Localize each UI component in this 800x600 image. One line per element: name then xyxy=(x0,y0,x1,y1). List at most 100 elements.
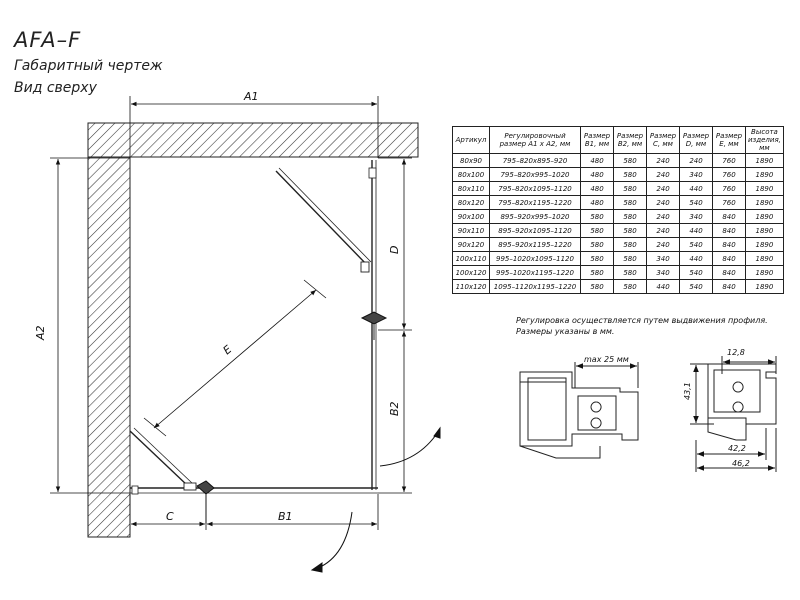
table-cell: 1890 xyxy=(745,251,784,266)
table-cell: 580 xyxy=(613,167,647,182)
table-cell: 440 xyxy=(679,181,713,196)
table-cell: 895–920x1195–1220 xyxy=(489,237,581,252)
dim-43-1-label: 43,1 xyxy=(683,382,692,400)
table-cell: 340 xyxy=(646,251,680,266)
table-cell: 90x100 xyxy=(452,209,490,224)
table-cell: 340 xyxy=(679,167,713,182)
table-cell: 580 xyxy=(613,265,647,280)
table-cell: 440 xyxy=(679,223,713,238)
table-cell: 1890 xyxy=(745,237,784,252)
table-cell: 80x120 xyxy=(452,195,490,210)
dim-d xyxy=(378,157,412,331)
table-cell: 895–920x1095–1120 xyxy=(489,223,581,238)
table-cell: 480 xyxy=(580,153,614,168)
table-cell: 240 xyxy=(646,209,680,224)
table-cell: 580 xyxy=(613,237,647,252)
table-cell: 760 xyxy=(712,153,746,168)
table-cell: 580 xyxy=(580,279,614,294)
dim-42-2-label: 42,2 xyxy=(728,444,746,453)
dim-a1 xyxy=(129,96,379,158)
table-cell: 240 xyxy=(679,153,713,168)
dim-a2 xyxy=(50,157,130,494)
profile-detail-right xyxy=(690,356,777,472)
table-cell: 840 xyxy=(712,251,746,266)
table-cell: 1890 xyxy=(745,167,784,182)
dim-c-label: C xyxy=(166,510,174,523)
dim-46-2-label: 46,2 xyxy=(732,459,750,468)
table-cell: 580 xyxy=(613,223,647,238)
dim-b1-label: B1 xyxy=(278,510,293,523)
dim-b1 xyxy=(129,494,379,530)
dim-b2 xyxy=(378,331,412,494)
table-cell: 80x90 xyxy=(452,153,490,168)
table-cell: 995–1020x1095–1120 xyxy=(489,251,581,266)
table-cell: 580 xyxy=(613,181,647,196)
table-cell: 840 xyxy=(712,265,746,280)
table-cell: 580 xyxy=(613,195,647,210)
table-cell: 1890 xyxy=(745,209,784,224)
profile-detail-left xyxy=(519,362,639,459)
table-cell: 100x120 xyxy=(452,265,490,280)
swing-arrow-right xyxy=(379,426,441,467)
col-d: Размер D, мм xyxy=(679,126,713,154)
table-cell: 580 xyxy=(580,209,614,224)
units-note: Размеры указаны в мм. xyxy=(516,327,615,336)
max-adjust-label: max 25 мм xyxy=(584,355,629,364)
table-cell: 895–920x995–1020 xyxy=(489,209,581,224)
model-title: AFA–F xyxy=(14,28,82,52)
table-cell: 90x110 xyxy=(452,223,490,238)
view-subtitle: Вид сверху xyxy=(14,80,97,96)
table-cell: 90x120 xyxy=(452,237,490,252)
table-cell: 100x110 xyxy=(452,251,490,266)
door-panel-right xyxy=(275,167,388,340)
table-cell: 995–1020x1195–1220 xyxy=(489,265,581,280)
table-cell: 580 xyxy=(580,223,614,238)
enclosure-frame xyxy=(130,160,378,495)
wall-top xyxy=(87,122,419,158)
table-cell: 540 xyxy=(679,265,713,280)
dim-e xyxy=(143,279,327,437)
table-cell: 760 xyxy=(712,167,746,182)
table-cell: 240 xyxy=(646,223,680,238)
dim-a1-label: A1 xyxy=(243,90,259,103)
col-adjust-size: Регулировочный размер A1 x A2, мм xyxy=(489,126,581,154)
table-cell: 580 xyxy=(613,251,647,266)
table-cell: 80x110 xyxy=(452,181,490,196)
table-cell: 80x100 xyxy=(452,167,490,182)
dim-a2-label: A2 xyxy=(34,325,47,341)
table-cell: 580 xyxy=(580,237,614,252)
table-cell: 240 xyxy=(646,237,680,252)
table-cell: 540 xyxy=(679,279,713,294)
table-cell: 240 xyxy=(646,181,680,196)
wall-left xyxy=(87,156,131,538)
table-cell: 760 xyxy=(712,195,746,210)
table-cell: 1095–1120x1195–1220 xyxy=(489,279,581,294)
table-cell: 795–820x1095–1120 xyxy=(489,181,581,196)
col-e: Размер E, мм xyxy=(712,126,746,154)
table-cell: 110x120 xyxy=(452,279,490,294)
table-cell: 795–820x995–1020 xyxy=(489,167,581,182)
table-cell: 540 xyxy=(679,195,713,210)
table-cell: 580 xyxy=(613,279,647,294)
table-cell: 480 xyxy=(580,195,614,210)
table-cell: 840 xyxy=(712,279,746,294)
table-cell: 240 xyxy=(646,153,680,168)
swing-arrow-bottom xyxy=(310,511,353,573)
table-cell: 1890 xyxy=(745,279,784,294)
table-cell: 795–820x1195–1220 xyxy=(489,195,581,210)
dim-d-label: D xyxy=(388,246,401,254)
table-cell: 580 xyxy=(613,209,647,224)
table-cell: 440 xyxy=(679,251,713,266)
table-cell: 340 xyxy=(646,265,680,280)
table-cell: 580 xyxy=(613,153,647,168)
